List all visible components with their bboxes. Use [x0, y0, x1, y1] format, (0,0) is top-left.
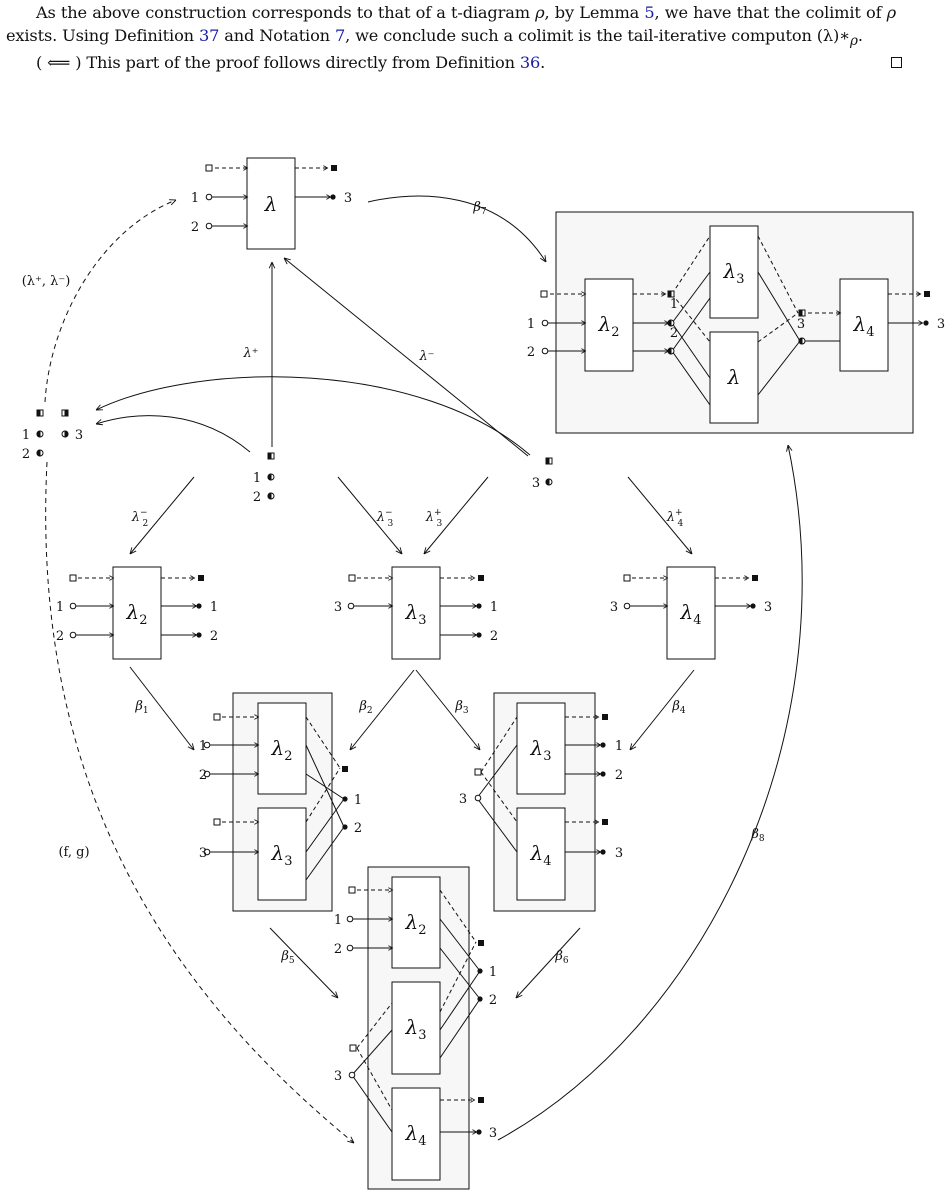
notation-ref-link[interactable]: 7: [334, 25, 346, 45]
proof-paragraph: As the above construction corresponds to…: [6, 2, 896, 52]
text-run: ( ⟸ ) This part of the proof follows dir…: [36, 53, 520, 73]
text-run: , we have that the colimit of: [654, 3, 887, 22]
port-label: 2: [615, 768, 623, 783]
lambda-box-label: λ: [727, 365, 741, 389]
beta6-label: β6: [554, 949, 569, 966]
port-label: 2: [354, 821, 362, 836]
text-run: exists. Using Definition: [6, 25, 199, 45]
lambda4-box-label: λ4: [405, 1121, 427, 1149]
port-label: 1: [334, 913, 342, 928]
text-run: .: [540, 53, 546, 73]
port-label: 1: [22, 428, 30, 443]
beta3-label: β3: [454, 699, 469, 716]
port-label: 2: [253, 490, 261, 505]
text-run: , we conclude such a colimit is the tail…: [345, 25, 851, 45]
port-label: 2: [490, 629, 498, 644]
lambda2-box-label: λ2: [598, 312, 620, 340]
lambda3-box-label: λ3: [405, 1015, 427, 1043]
port-label: 3: [199, 846, 207, 861]
lambda3-box-label: λ3: [271, 841, 293, 869]
text-run: .: [857, 25, 863, 45]
definition-ref-link[interactable]: 36: [519, 53, 541, 73]
lambda2-box-label: λ2: [405, 910, 427, 938]
lambda2-box-label: λ2: [271, 736, 293, 764]
port-label: 3: [610, 600, 618, 615]
port-label: 3: [344, 191, 352, 206]
lambda2-minus-label: λ−2: [131, 508, 149, 529]
proof-text: As the above construction corresponds to…: [6, 2, 902, 75]
port-label: 1: [490, 600, 498, 615]
beta7-label: β7: [472, 200, 487, 217]
port-label: 1: [191, 191, 199, 206]
lambda3-box-label: λ3: [530, 736, 552, 764]
lambda4-plus-label: λ+4: [666, 508, 684, 529]
port-label: 3: [937, 317, 945, 332]
math-rho: ρ: [535, 3, 545, 22]
beta1-label: β1: [134, 699, 148, 716]
port-label: 3: [459, 792, 467, 807]
port-label: 2: [670, 326, 678, 341]
beta4-label: β4: [671, 699, 686, 716]
lambda3-minus-label: λ−3: [376, 508, 394, 529]
port-label: 2: [489, 993, 497, 1008]
lambda-plus-label: λ⁺: [242, 346, 258, 361]
port-label: 1: [527, 317, 535, 332]
math-rho-sub: ρ: [850, 32, 858, 49]
port-label: 3: [615, 846, 623, 861]
lambda3-plus-label: λ+3: [425, 508, 443, 529]
fg-label: (f, g): [58, 845, 89, 860]
port-label: 1: [354, 793, 362, 808]
lambda4-box-label: λ4: [680, 600, 702, 628]
port-label: 2: [210, 629, 218, 644]
lambda-minus-label: λ⁻: [418, 349, 434, 364]
text-run: , by Lemma: [544, 3, 645, 22]
port-label: 3: [334, 600, 342, 615]
port-label: 1: [670, 297, 678, 312]
lambda3-box-label: λ3: [723, 259, 745, 287]
port-label: 2: [191, 220, 199, 235]
port-label: 1: [253, 471, 261, 486]
port-label: 1: [489, 965, 497, 980]
beta8-label: β8: [750, 827, 765, 844]
port-label: 3: [797, 317, 805, 332]
lambda-pair-label: (λ⁺, λ⁻): [22, 274, 71, 289]
lemma-ref-link[interactable]: 5: [644, 3, 655, 22]
lambda3-box-label: λ3: [405, 600, 427, 628]
port-label: 1: [199, 739, 207, 754]
qed-square-icon: [891, 57, 902, 69]
port-label: 2: [199, 768, 207, 783]
lambda4-box-label: λ4: [853, 312, 875, 340]
lambda4-box-label: λ4: [530, 841, 552, 869]
definition-ref-link[interactable]: 37: [198, 25, 220, 45]
port-label: 2: [334, 942, 342, 957]
port-label: 3: [75, 428, 83, 443]
beta5-label: β5: [280, 949, 295, 966]
port-label: 2: [56, 629, 64, 644]
port-label: 3: [489, 1126, 497, 1141]
text-run: As the above construction corresponds to…: [36, 3, 536, 22]
lambda-box-label: λ: [264, 192, 278, 216]
port-label: 1: [56, 600, 64, 615]
port-label: 3: [764, 600, 772, 615]
lambda2-box-label: λ2: [126, 600, 148, 628]
port-label: 2: [527, 345, 535, 360]
port-label: 2: [22, 447, 30, 462]
port-label: 3: [334, 1069, 342, 1084]
proof-paragraph-converse: ( ⟸ ) This part of the proof follows dir…: [6, 52, 902, 75]
beta2-label: β2: [358, 699, 372, 716]
port-label: 3: [532, 476, 540, 491]
port-label: 1: [615, 739, 623, 754]
math-rho: ρ: [886, 3, 897, 22]
text-run: and Notation: [219, 25, 335, 45]
port-label: 1: [210, 600, 218, 615]
